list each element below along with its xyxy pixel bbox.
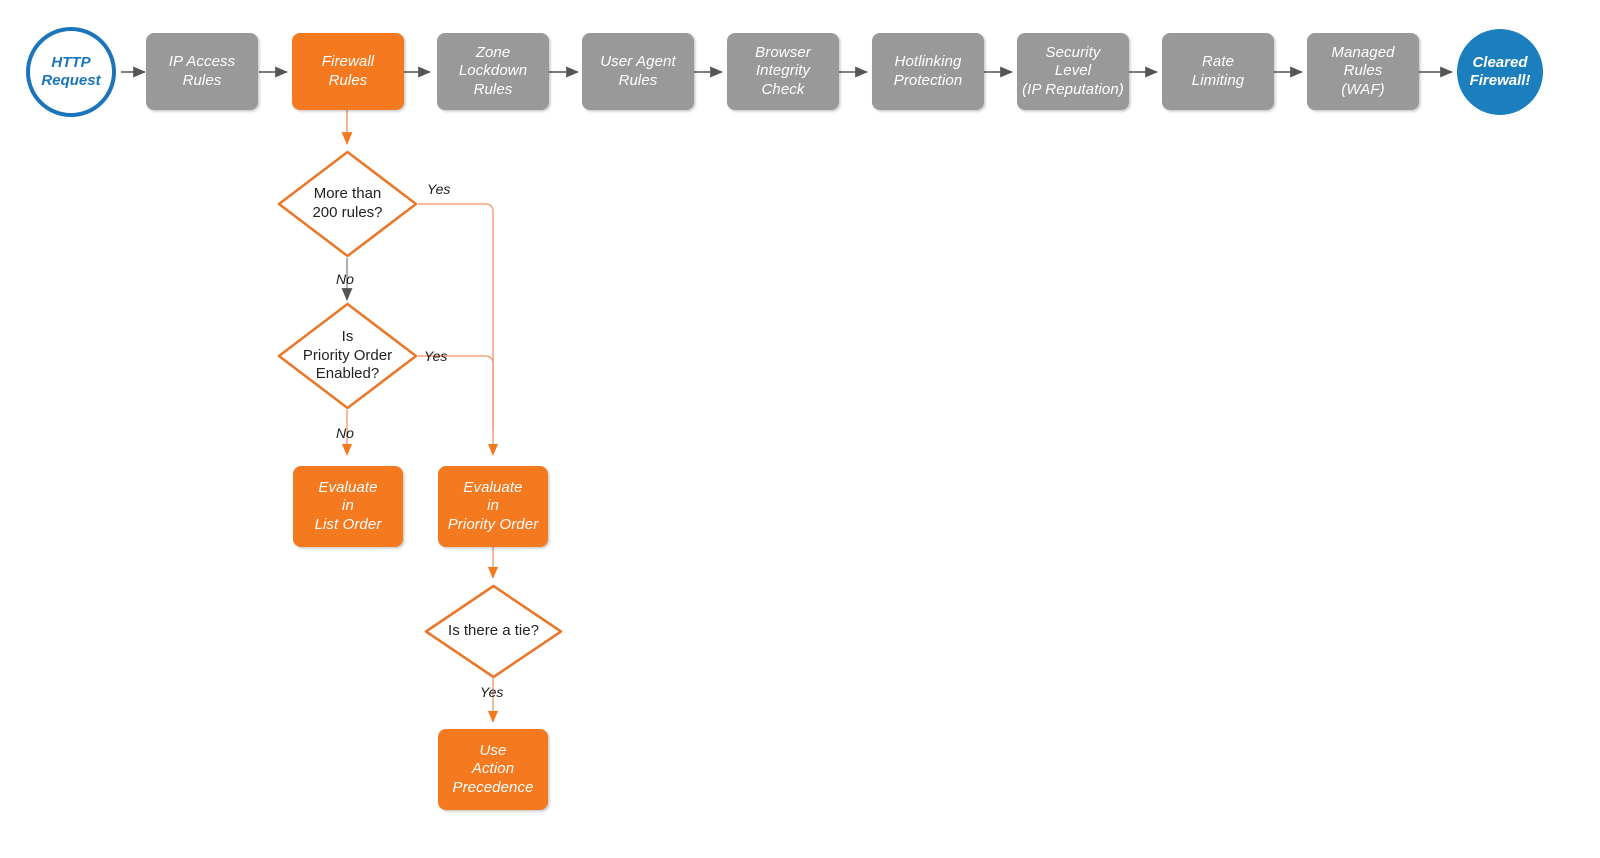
edge-label-no-priority-order: No: [336, 425, 354, 441]
node-user-agent-rules-label: User Agent Rules: [600, 53, 676, 89]
node-managed-rules-waf[interactable]: Managed Rules (WAF): [1307, 33, 1419, 110]
decision-more-than-200-rules[interactable]: More than 200 rules?: [277, 150, 418, 258]
decision-more-than-200-rules-label: More than 200 rules?: [312, 185, 383, 221]
node-zone-lockdown-rules-label: Zone Lockdown Rules: [458, 44, 528, 98]
node-ip-access-rules[interactable]: IP Access Rules: [146, 33, 258, 110]
node-http-request-label: HTTP Request: [41, 54, 101, 89]
node-evaluate-in-list-order-label: Evaluate in List Order: [314, 479, 382, 533]
node-rate-limiting-label: Rate Limiting: [1191, 53, 1245, 89]
node-hotlinking-protection[interactable]: Hotlinking Protection: [872, 33, 984, 110]
node-evaluate-in-priority-order[interactable]: Evaluate in Priority Order: [438, 466, 548, 547]
node-managed-rules-waf-label: Managed Rules (WAF): [1331, 44, 1395, 98]
node-use-action-precedence-label: Use Action Precedence: [452, 742, 534, 796]
node-zone-lockdown-rules[interactable]: Zone Lockdown Rules: [437, 33, 549, 110]
edge-label-yes-priority-order: Yes: [424, 348, 448, 364]
node-firewall-rules[interactable]: Firewall Rules: [292, 33, 404, 110]
node-user-agent-rules[interactable]: User Agent Rules: [582, 33, 694, 110]
decision-is-priority-order-enabled[interactable]: Is Priority Order Enabled?: [277, 302, 418, 410]
node-browser-integrity-check-label: Browser Integrity Check: [755, 44, 811, 98]
node-hotlinking-protection-label: Hotlinking Protection: [893, 53, 963, 89]
diamond-shape-icon: [277, 302, 418, 410]
node-browser-integrity-check[interactable]: Browser Integrity Check: [727, 33, 839, 110]
node-firewall-rules-label: Firewall Rules: [321, 53, 375, 89]
node-evaluate-in-priority-order-label: Evaluate in Priority Order: [447, 479, 539, 533]
node-security-level[interactable]: Security Level (IP Reputation): [1017, 33, 1129, 110]
node-cleared-firewall-label: Cleared Firewall!: [1469, 54, 1531, 89]
diamond-shape-icon: [277, 150, 418, 258]
edge-label-no-more-than-200: No: [336, 271, 354, 287]
node-evaluate-in-list-order[interactable]: Evaluate in List Order: [293, 466, 403, 547]
decision-is-there-a-tie-label: Is there a tie?: [448, 622, 539, 640]
node-ip-access-rules-label: IP Access Rules: [168, 53, 236, 89]
node-cleared-firewall[interactable]: Cleared Firewall!: [1457, 29, 1543, 115]
diamond-shape-icon: [424, 584, 563, 679]
node-http-request[interactable]: HTTP Request: [26, 27, 116, 117]
decision-is-there-a-tie[interactable]: Is there a tie?: [424, 584, 563, 679]
edge-label-yes-tie: Yes: [480, 684, 504, 700]
node-rate-limiting[interactable]: Rate Limiting: [1162, 33, 1274, 110]
node-security-level-label: Security Level (IP Reputation): [1022, 44, 1124, 98]
edge-label-yes-more-than-200: Yes: [427, 181, 451, 197]
decision-is-priority-order-enabled-label: Is Priority Order Enabled?: [302, 327, 393, 383]
node-use-action-precedence[interactable]: Use Action Precedence: [438, 729, 548, 810]
